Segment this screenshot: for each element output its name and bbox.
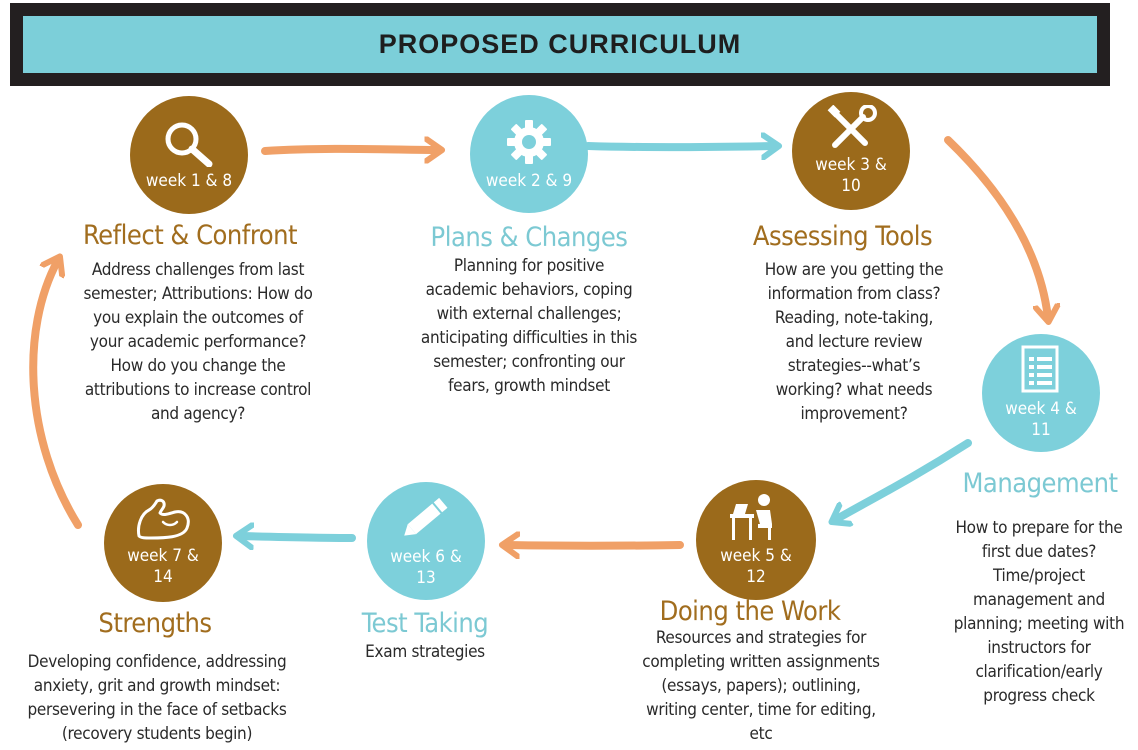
week-label: week 6 & 13: [390, 547, 462, 588]
arrow-week6-to-week7: [240, 536, 356, 538]
magnifier-icon: [165, 122, 213, 167]
stage-node-strengths: week 7 & 14: [104, 484, 222, 602]
stage-description-reflect: Address challenges from last semester; A…: [83, 260, 313, 424]
week-label: week 1 & 8: [145, 170, 233, 191]
stage-node-plans: week 2 & 9: [470, 95, 588, 213]
stage-description-test: Exam strategies: [365, 642, 485, 662]
week-label: week 2 & 9: [485, 170, 573, 191]
stage-description-strengths: Developing confidence, addressing anxiet…: [27, 652, 287, 744]
stage-node-test: week 6 & 13: [367, 482, 485, 600]
pencil-icon: [404, 497, 448, 536]
week-label: week 4 & 11: [1005, 399, 1077, 440]
gear-icon: [507, 119, 551, 164]
stage-title-work: Doing the Work: [659, 596, 841, 627]
arrow-week2-to-week3: [584, 146, 775, 147]
banner-bar: PROPOSED CURRICULUM: [23, 16, 1097, 73]
stage-node-assessing: week 3 & 10: [792, 92, 910, 210]
week-label: week 5 & 12: [720, 546, 792, 587]
flexed-arm-icon: [137, 498, 190, 540]
stage-title-reflect: Reflect & Confront: [82, 220, 298, 251]
week-label: week 7 & 14: [127, 546, 199, 587]
arrow-week5-to-week6: [506, 545, 684, 546]
stage-description-work: Resources and strategies for completing …: [642, 628, 880, 744]
stage-title-strengths: Strengths: [98, 608, 212, 639]
stage-node-management: week 4 & 11: [982, 334, 1100, 452]
stage-description-assessing: How are you getting the information from…: [764, 260, 944, 424]
week-label: week 3 & 10: [815, 155, 887, 196]
stage-node-reflect: week 1 & 8: [130, 96, 248, 214]
student-desk-icon: [730, 494, 772, 540]
arrow-week3-to-week4: [944, 136, 1048, 318]
stage-description-plans: Planning for positive academic behaviors…: [420, 256, 638, 396]
stage-description-management: How to prepare for the first due dates? …: [953, 518, 1125, 706]
arrow-week4-to-week5: [835, 439, 972, 520]
stage-title-assessing: Assessing Tools: [752, 221, 933, 252]
banner: PROPOSED CURRICULUM: [10, 3, 1110, 86]
arrow-week7-to-week1: [29, 260, 82, 529]
stage-title-management: Management: [962, 468, 1118, 499]
page-title: PROPOSED CURRICULUM: [378, 29, 742, 59]
stage-node-work: week 5 & 12: [696, 480, 816, 600]
stage-title-plans: Plans & Changes: [430, 222, 628, 253]
stage-title-test: Test Taking: [361, 608, 489, 639]
document-icon: [1021, 345, 1059, 393]
arrow-week1-to-week2: [261, 149, 438, 151]
tools-icon: [827, 105, 877, 148]
